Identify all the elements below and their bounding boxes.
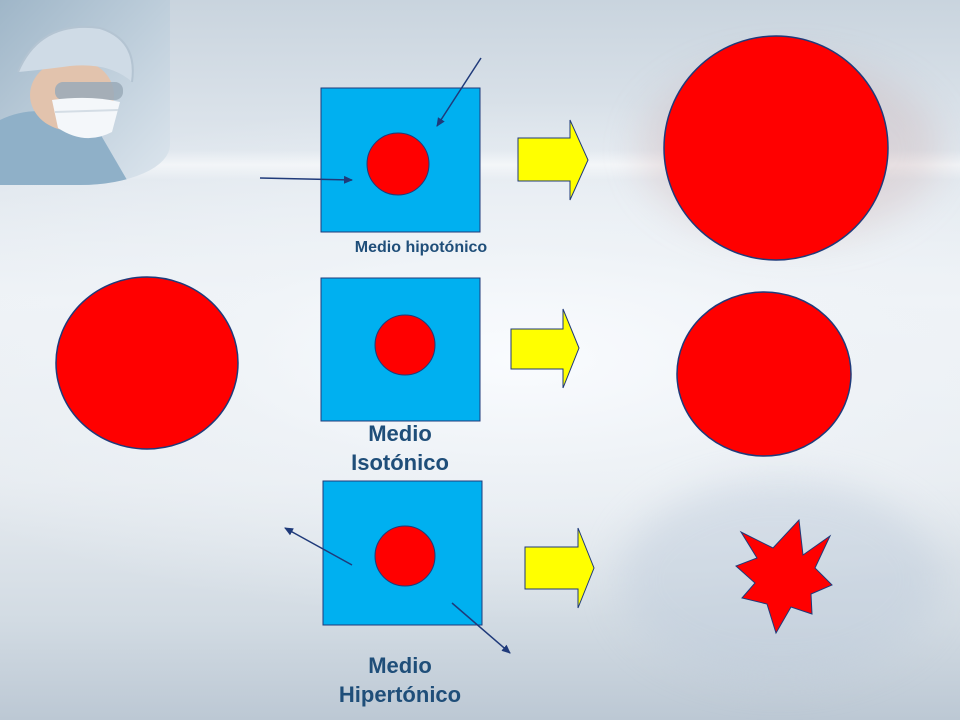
water-inflow-arrow — [259, 175, 353, 184]
hypertonic-label: Medio Hipertónico — [310, 652, 490, 709]
hypertonic-label-line2: Hipertónico — [338, 681, 462, 707]
hypertonic-label-line1: Medio — [368, 653, 432, 678]
process-arrow-icon — [510, 308, 580, 389]
swollen-cell — [663, 35, 889, 261]
isotonic-label-line2: Isotónico — [351, 449, 449, 475]
water-inflow-arrow — [436, 57, 482, 127]
process-arrow-icon — [524, 527, 595, 609]
hypotonic-label: Medio hipotónico — [354, 239, 488, 256]
normal-cell — [676, 291, 852, 457]
water-outflow-arrow — [451, 602, 511, 654]
crenated-cell-starburst-icon — [735, 518, 833, 635]
isotonic-label-line1: Medio — [368, 421, 432, 446]
isotonic-label: Medio Isotónico — [330, 420, 470, 477]
initial-cell — [55, 276, 239, 450]
isotonic-cell — [374, 314, 436, 376]
hypotonic-cell — [366, 132, 430, 196]
process-arrow-icon — [517, 119, 589, 201]
hypertonic-cell — [374, 525, 436, 587]
water-outflow-arrow — [284, 527, 353, 566]
surgeon-photo — [0, 0, 170, 185]
